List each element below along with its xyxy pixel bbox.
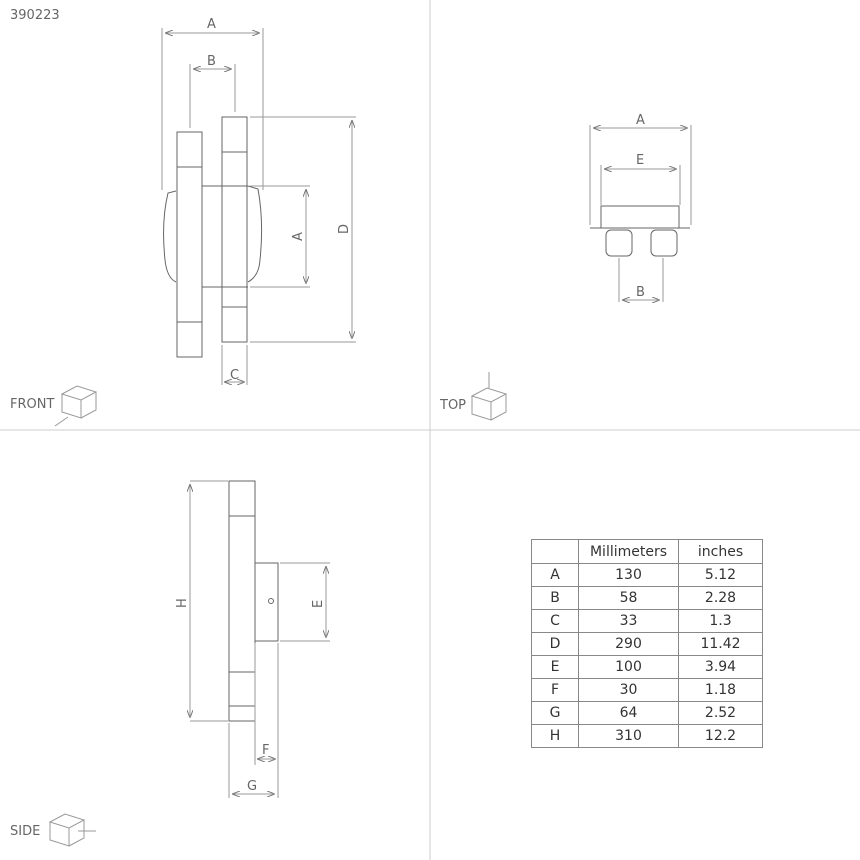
svg-text:E: E	[636, 153, 644, 168]
top-cube-icon	[470, 372, 508, 421]
top-view	[589, 125, 692, 302]
table-header-row: Millimeters inches	[531, 539, 763, 564]
svg-text:A: A	[291, 232, 306, 241]
svg-text:C: C	[230, 368, 239, 383]
side-view	[190, 480, 330, 798]
front-cube-icon	[54, 385, 98, 427]
svg-text:B: B	[636, 285, 645, 300]
top-view-label: TOP	[440, 398, 467, 413]
product-code: 390223	[10, 8, 60, 23]
side-cube-icon	[48, 813, 96, 847]
svg-text:B: B	[207, 54, 216, 69]
svg-text:D: D	[337, 224, 352, 234]
svg-text:A: A	[636, 113, 645, 128]
svg-text:F: F	[262, 743, 269, 758]
svg-text:E: E	[311, 600, 326, 608]
svg-text:G: G	[247, 779, 257, 794]
svg-text:A: A	[207, 17, 216, 32]
top-dim-labels: A E B	[636, 113, 645, 300]
side-view-label: SIDE	[10, 824, 41, 839]
front-dim-labels: A B A D C	[207, 17, 352, 383]
side-dim-labels: H E F G	[175, 598, 326, 794]
front-view	[161, 28, 356, 385]
svg-text:H: H	[175, 598, 190, 608]
front-view-label: FRONT	[10, 397, 55, 412]
